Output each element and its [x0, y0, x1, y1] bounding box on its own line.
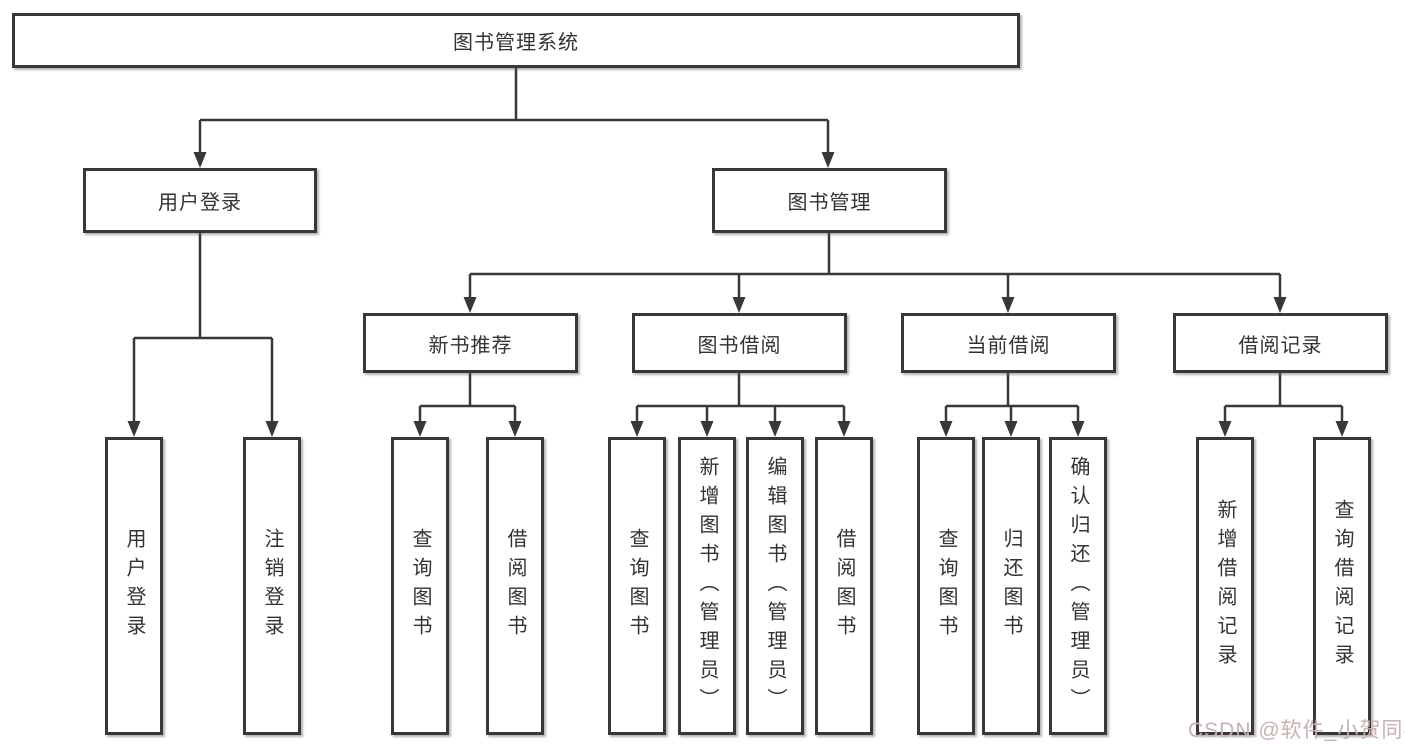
leaf-return-books: 归还图书 [982, 437, 1040, 735]
leaf-label: 注销登录 [261, 528, 283, 644]
leaf-label: 查询借阅记录 [1331, 499, 1353, 673]
leaf-borrow-books-recommend: 借阅图书 [486, 437, 544, 735]
node-label: 图书借阅 [697, 334, 782, 357]
node-new-book-recommend: 新书推荐 [363, 313, 578, 373]
node-label: 当前借阅 [966, 334, 1051, 357]
node-root-system: 图书管理系统 [12, 13, 1020, 68]
leaf-confirm-return-admin: 确认归还（管理员） [1049, 437, 1107, 735]
leaf-borrow-books-borrowing: 借阅图书 [815, 437, 873, 735]
leaf-add-borrow-record: 新增借阅记录 [1196, 437, 1254, 735]
leaf-edit-books-admin: 编辑图书（管理员） [746, 437, 804, 735]
leaf-label: 新增图书（管理员） [696, 455, 718, 717]
leaf-query-borrow-record: 查询借阅记录 [1313, 437, 1371, 735]
node-book-borrowing: 图书借阅 [632, 313, 847, 373]
leaf-add-books-admin: 新增图书（管理员） [678, 437, 736, 735]
node-label: 图书管理 [787, 192, 872, 214]
leaf-label: 确认归还（管理员） [1067, 455, 1089, 717]
leaf-label: 借阅图书 [504, 528, 526, 644]
node-book-management: 图书管理 [712, 168, 947, 233]
node-user-login: 用户登录 [83, 168, 317, 233]
leaf-label: 归还图书 [1000, 528, 1022, 644]
node-label: 用户登录 [158, 192, 242, 214]
node-label: 图书管理系统 [453, 32, 579, 54]
leaf-label: 查询图书 [409, 528, 431, 644]
node-current-borrowing: 当前借阅 [901, 313, 1116, 373]
leaf-label: 编辑图书（管理员） [764, 455, 786, 717]
leaf-label: 用户登录 [123, 528, 145, 644]
leaf-label: 查询图书 [626, 528, 648, 644]
node-label: 新书推荐 [428, 334, 513, 357]
csdn-watermark: CSDN @软件_小贺同学 [1188, 719, 1405, 742]
leaf-label: 借阅图书 [833, 528, 855, 644]
leaf-query-books-current: 查询图书 [917, 437, 975, 735]
node-label: 借阅记录 [1238, 334, 1323, 357]
leaf-label: 查询图书 [935, 528, 957, 644]
leaf-user-login: 用户登录 [105, 437, 163, 735]
leaf-label: 新增借阅记录 [1214, 499, 1236, 673]
leaf-query-books-recommend: 查询图书 [391, 437, 449, 735]
leaf-logout: 注销登录 [243, 437, 301, 735]
node-borrowing-records: 借阅记录 [1173, 313, 1388, 373]
leaf-query-books-borrowing: 查询图书 [608, 437, 666, 735]
